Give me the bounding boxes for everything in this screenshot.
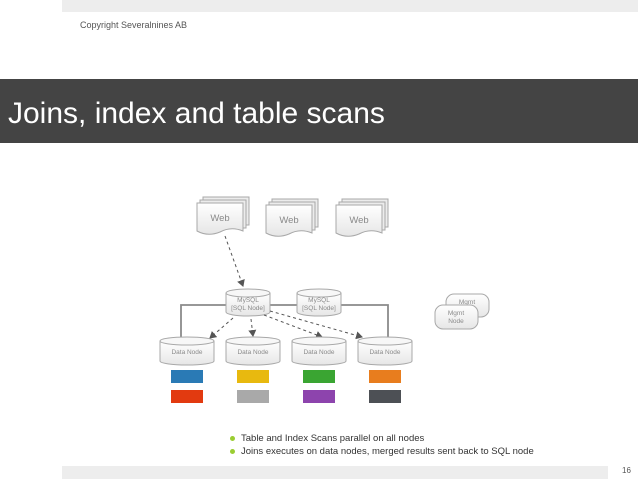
data-node-2: Data Node — [225, 336, 281, 366]
cluster-bracket — [180, 304, 389, 342]
sql-node-line2: [SQL Node] — [302, 305, 336, 312]
bullet-dot-icon — [230, 449, 235, 454]
data-node-label: Data Node — [303, 349, 334, 356]
mgmt-node-front: Mgmt Node — [434, 304, 479, 330]
partition-block — [171, 390, 203, 403]
web-node-label: Web — [210, 213, 229, 224]
top-bar — [62, 0, 638, 12]
partition-block — [237, 390, 269, 403]
web-node-label: Web — [279, 215, 298, 226]
data-node-3: Data Node — [291, 336, 347, 366]
bullet-dot-icon — [230, 436, 235, 441]
sql-node-line1: MySQL — [308, 297, 330, 304]
partition-block — [237, 370, 269, 383]
arrow-sql-to-data-2 — [248, 318, 257, 337]
title-band: Joins, index and table scans — [0, 79, 638, 143]
partition-blocks — [171, 370, 401, 403]
web-node-1: Web — [196, 196, 250, 235]
sql-node-1: MySQL [SQL Node] — [225, 288, 271, 317]
bullet-item: Table and Index Scans parallel on all no… — [230, 432, 534, 445]
page-number: 16 — [622, 466, 631, 475]
data-node-label: Data Node — [237, 349, 268, 356]
bullet-text: Table and Index Scans parallel on all no… — [241, 433, 425, 444]
arrow-web-to-sql — [224, 235, 245, 287]
arrow-sql-to-data-3 — [263, 314, 323, 339]
partition-block — [303, 390, 335, 403]
web-node-label: Web — [349, 215, 368, 226]
data-node-4: Data Node — [357, 336, 413, 366]
data-node-label: Data Node — [369, 349, 400, 356]
bullet-text: Joins executes on data nodes, merged res… — [241, 446, 534, 457]
arrow-sql-to-data-1 — [209, 317, 234, 339]
partition-block — [369, 370, 401, 383]
sql-node-2: MySQL [SQL Node] — [296, 288, 342, 317]
sql-node-line1: MySQL — [237, 297, 259, 304]
bullet-list: Table and Index Scans parallel on all no… — [230, 432, 534, 458]
arrow-sql-to-data-4 — [269, 310, 363, 340]
partition-block — [171, 370, 203, 383]
slide-title: Joins, index and table scans — [8, 97, 385, 130]
mgmt-node-line1: Mgmt — [459, 299, 475, 306]
bottom-bar — [62, 466, 608, 479]
copyright-text: Copyright Severalnines AB — [80, 20, 188, 30]
web-node-3: Web — [335, 198, 389, 237]
mgmt-node-line2: Node — [448, 318, 464, 325]
web-node-2: Web — [265, 198, 319, 237]
partition-block — [369, 390, 401, 403]
data-node-1: Data Node — [159, 336, 215, 366]
data-node-label: Data Node — [171, 349, 202, 356]
bullet-item: Joins executes on data nodes, merged res… — [230, 445, 534, 458]
mgmt-node-line1: Mgmt — [448, 310, 464, 317]
sql-node-line2: [SQL Node] — [231, 305, 265, 312]
partition-block — [303, 370, 335, 383]
